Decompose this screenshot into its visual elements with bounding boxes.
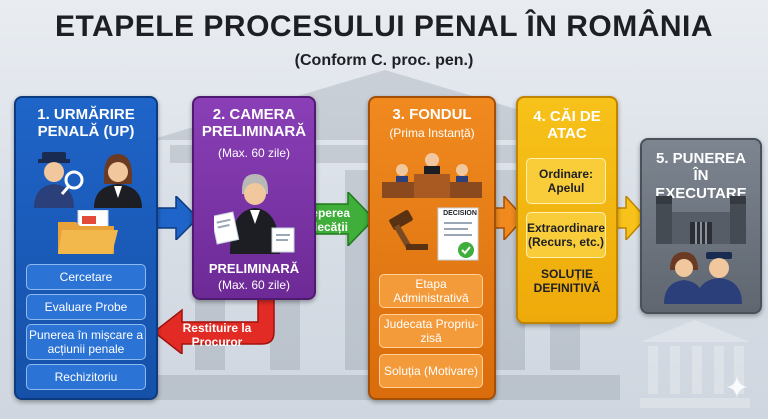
stage-3-step-3: Soluția (Motivare) [379, 354, 483, 388]
stage-2-card: 2. CAMERA PRELIMINARĂ (Max. 60 zile) PRE… [192, 96, 316, 300]
decision-document-icon [437, 207, 479, 261]
prison-icon [656, 196, 746, 244]
arrow-restitution [154, 292, 275, 354]
page-title: ETAPELE PROCESULUI PENAL ÎN ROMÂNIA [54, 10, 714, 43]
officers-icon [664, 252, 742, 304]
stage-1-title: 1. URMĂRIRE PENALĂ (UP) [37, 106, 135, 141]
arrow-restitution-label: Restituire la Procuror [182, 321, 252, 349]
stage-3-card: 3. FONDUL (Prima Instanță) DECISION Eta [368, 96, 496, 400]
stage-1-step-4: Rechizitoriu [26, 364, 146, 390]
sparkle-icon [726, 376, 748, 398]
courtroom-bench-icon [382, 153, 482, 198]
prosecutor-icon [94, 154, 142, 208]
stage-4-final-decision: SOLUȚIE DEFINITIVĂ [533, 267, 601, 295]
gavel-icon [389, 210, 428, 250]
stage-3-step-2: Judecata Propriu-zisă [379, 314, 483, 348]
stage-1-step-3: Punerea în mișcare a acțiunii penale [26, 324, 146, 360]
judge-with-documents-icon [214, 174, 295, 254]
stage-4-step-2: Extraordinare (Recurs, etc.) [526, 212, 606, 258]
small-courthouse-icon [640, 320, 750, 408]
stage-1-card: 1. URMĂRIRE PENALĂ (UP) Cercetare Evalua… [14, 96, 158, 400]
stage-2-footer-title: PRELIMINARĂ [208, 261, 300, 276]
decision-label: DECISION [443, 210, 477, 217]
stage-2-title: 2. CAMERA PRELIMINARĂ [201, 106, 307, 141]
stage-4-step-1: Ordinare: Apelul [526, 158, 606, 204]
stage-4-card: 4. CĂI DE ATAC Ordinare: Apelul Extraord… [516, 96, 618, 324]
police-officer-icon [34, 152, 84, 208]
stage-3-title: 3. FONDUL [392, 106, 472, 123]
stage-5-title: 5. PUNEREA ÎN EXECUTARE [655, 150, 747, 202]
stage-1-step-1: Cercetare [26, 264, 146, 290]
stage-1-step-2: Evaluare Probe [26, 294, 146, 320]
stage-2-footer-duration: (Max. 60 zile) [217, 278, 291, 292]
page-subtitle: (Conform C. proc. pen.) [294, 52, 474, 69]
case-file-folder-icon [58, 210, 118, 254]
stage-3-step-1: Etapa Administrativă [379, 274, 483, 308]
stage-3-instance: (Prima Instanță) [389, 126, 475, 140]
stage-5-card: 5. PUNEREA ÎN EXECUTARE [640, 138, 762, 314]
stage-4-title: 4. CĂI DE ATAC [533, 108, 601, 143]
stage-2-duration: (Max. 60 zile) [217, 146, 291, 160]
